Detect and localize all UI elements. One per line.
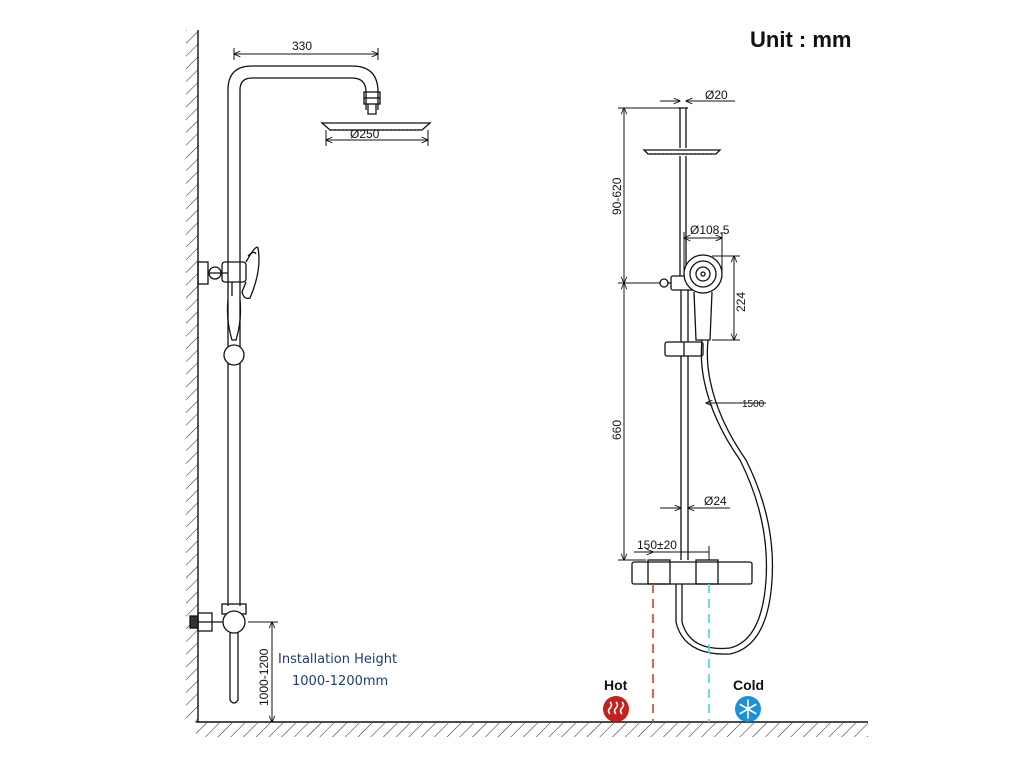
dimension-riser-length: [618, 283, 646, 560]
hose-length-label: 1500: [742, 399, 765, 410]
unit-label: Unit : mm: [750, 27, 851, 52]
floor: [196, 721, 868, 737]
side-upper-bracket: [197, 261, 228, 285]
snowflake-icon: [735, 696, 761, 722]
hot-label: Hot: [604, 677, 628, 693]
front-hose: [675, 339, 774, 655]
handshower-length-label: 224: [734, 292, 748, 312]
side-head-shower: [320, 122, 432, 131]
adjust-range-label: 90-620: [610, 177, 624, 215]
dimension-head-diameter: [326, 130, 428, 146]
arm-length-label: 330: [292, 39, 312, 53]
install-height-dim-label: 1000-1200: [257, 648, 271, 706]
side-view: [189, 65, 432, 704]
dimension-inlet-spacing: [634, 546, 710, 560]
dimension-adjust-range: [618, 108, 678, 283]
pipe-diameter-bottom-label: Ø24: [704, 494, 727, 508]
dimension-handshower-diameter: [684, 232, 722, 272]
front-view: [631, 107, 774, 655]
front-slide-bar: [680, 290, 689, 342]
dimension-install-height: [248, 622, 278, 722]
front-slider: [664, 341, 704, 357]
front-mid-pipe: [679, 156, 687, 276]
front-head-shower: [642, 149, 722, 155]
cold-legend: Cold: [733, 677, 764, 722]
dimension-handshower-length: [712, 256, 740, 340]
front-upper-pipe: [678, 107, 688, 148]
side-shower-arm: [227, 65, 381, 115]
front-hand-shower: [683, 254, 723, 341]
front-mixer-valve: [631, 559, 753, 585]
front-lower-pipe: [680, 356, 689, 560]
handshower-diameter-label: Ø108.5: [690, 223, 730, 237]
dimension-arm-length: [234, 48, 378, 60]
wall: [186, 30, 199, 722]
pipe-diameter-top-label: Ø20: [705, 88, 728, 102]
hot-legend: Hot: [603, 677, 629, 722]
side-handle: [226, 299, 242, 341]
install-height-label-line1: Installation Height: [278, 652, 397, 667]
head-diameter-label: Ø250: [350, 127, 380, 141]
side-knob: [223, 344, 245, 366]
heat-waves-icon: [603, 696, 629, 722]
install-height-label-line2: 1000-1200mm: [292, 674, 388, 689]
side-slide-holder: [221, 246, 260, 300]
cold-label: Cold: [733, 677, 764, 693]
side-lower-fitting: [189, 603, 247, 704]
riser-length-label: 660: [610, 420, 624, 440]
inlet-spacing-label: 150±20: [637, 538, 677, 552]
